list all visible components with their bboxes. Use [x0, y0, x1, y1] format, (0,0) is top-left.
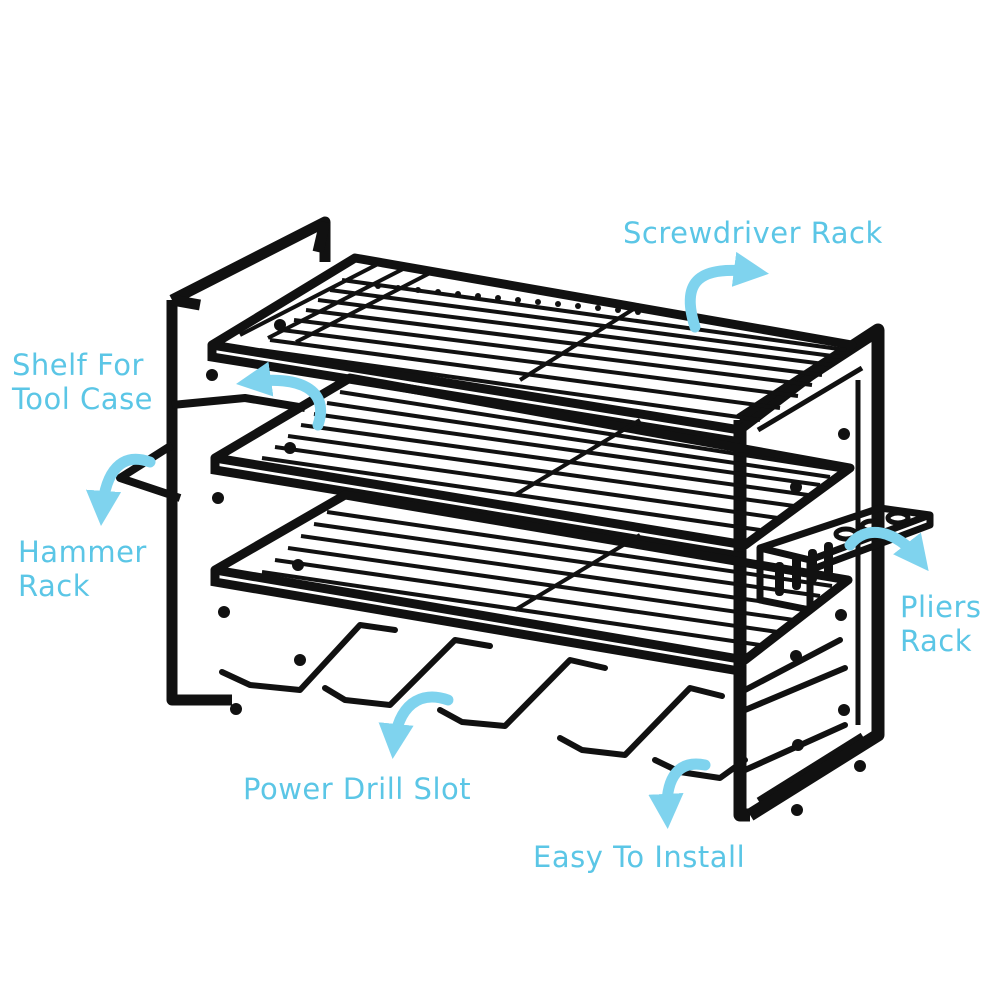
- left-side-frame: [166, 216, 331, 706]
- screwdriver-arrow: [684, 251, 769, 333]
- shelf-arrow: [236, 361, 327, 431]
- pliers-label-line1: Pliers: [900, 590, 982, 624]
- power-drill-arrow: [378, 691, 454, 760]
- mounting-screws: [206, 319, 866, 816]
- callout-arrows: [85, 251, 929, 830]
- shelf-for-tool-case-label: Shelf For Tool Case: [12, 348, 153, 416]
- hammer-label-line1: Hammer: [18, 535, 147, 569]
- power-drill-slot-label: Power Drill Slot: [243, 772, 471, 806]
- hammer-arrow: [85, 453, 156, 527]
- pliers-label-line2: Rack: [900, 624, 973, 658]
- hammer-rack-arm: [116, 394, 306, 502]
- pliers-arrow: [844, 526, 929, 572]
- top-shelf: [207, 253, 857, 447]
- easy-to-install-label: Easy To Install: [533, 840, 745, 874]
- easy-install-arrow: [648, 758, 711, 830]
- screwdriver-rack-text: Screwdriver Rack: [623, 216, 883, 250]
- hammer-label-line2: Rack: [18, 569, 91, 603]
- hammer-rack-label: Hammer Rack: [18, 535, 147, 603]
- bottom-shelf: [210, 490, 853, 677]
- pliers-rack-label: Pliers Rack: [900, 590, 981, 658]
- easy-to-install-text: Easy To Install: [533, 840, 746, 874]
- shelf-label-line1: Shelf For: [12, 348, 144, 382]
- power-drill-slots: [219, 622, 848, 781]
- shelf-label-line2: Tool Case: [12, 382, 154, 416]
- pliers-rack: [756, 504, 934, 614]
- screwdriver-rack-label: Screwdriver Rack: [623, 216, 883, 250]
- power-drill-slot-text: Power Drill Slot: [243, 772, 472, 806]
